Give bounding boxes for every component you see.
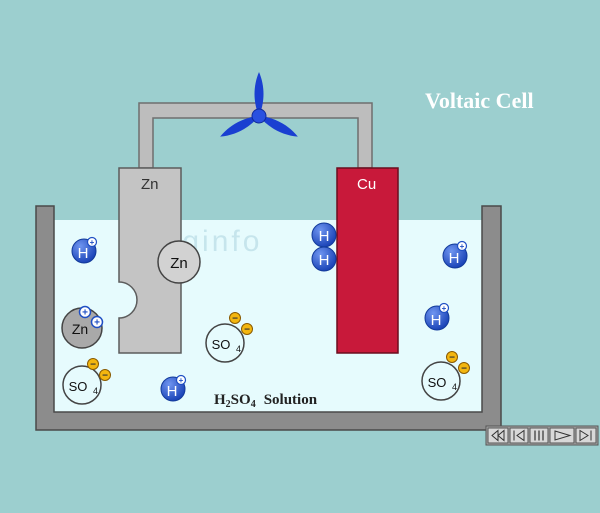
plus-sign: + — [179, 376, 184, 385]
h-ion-label: H — [431, 312, 442, 329]
h2-molecule: H H — [311, 222, 337, 272]
plus-sign: + — [94, 318, 100, 329]
play-icon — [554, 430, 572, 441]
so4-label: SO — [69, 379, 88, 394]
minus-sign: − — [90, 360, 96, 371]
beaker — [35, 205, 502, 431]
plus-sign: + — [460, 242, 465, 251]
pause-icon — [534, 430, 544, 441]
zn-atom: Zn — [157, 240, 201, 284]
minus-sign: − — [449, 353, 455, 364]
play-button[interactable] — [549, 427, 575, 444]
so4-ion: SO 4 − − — [421, 351, 470, 401]
zn-atom-label: Zn — [170, 255, 188, 272]
h-ion: H + — [71, 236, 98, 264]
so4-subscript: 4 — [452, 382, 457, 392]
copper-electrode — [336, 167, 399, 354]
rewind-icon — [491, 429, 505, 442]
solution-label: H2SO4 Solution — [214, 392, 318, 410]
h-ion-label: H — [78, 245, 89, 262]
solution-label-sub2: 4 — [251, 399, 256, 410]
minus-sign: − — [244, 325, 250, 336]
zn-ion: Zn + + — [61, 305, 104, 349]
minus-sign: − — [232, 314, 238, 325]
minus-sign: − — [102, 371, 108, 382]
so4-label: SO — [212, 337, 231, 352]
so4-label: SO — [428, 375, 447, 390]
plus-sign: + — [90, 238, 95, 247]
so4-ion: SO 4 − − — [62, 358, 111, 405]
solution-label-sub1: 2 — [226, 399, 231, 410]
plus-sign: + — [82, 308, 88, 319]
so4-subscript: 4 — [93, 386, 98, 396]
rewind-button[interactable] — [487, 427, 509, 444]
pause-button[interactable] — [529, 427, 549, 444]
playback-controls — [485, 425, 599, 446]
so4-ion: SO 4 − − — [205, 312, 253, 363]
end-button[interactable] — [575, 427, 597, 444]
solution-label-word: Solution — [264, 392, 318, 408]
h-ion-label: H — [167, 383, 178, 400]
h-atom-label: H — [319, 252, 330, 269]
h-ion-label: H — [449, 250, 460, 267]
h-ion: H + — [424, 302, 450, 331]
end-icon — [579, 429, 592, 442]
solution-label-h: H — [214, 392, 226, 408]
copper-label: Cu — [357, 176, 376, 193]
solution-label-so: SO — [231, 392, 251, 408]
step-back-icon — [513, 429, 525, 442]
zinc-label: Zn — [141, 176, 159, 193]
plus-sign: + — [442, 304, 447, 313]
diagram-title: Voltaic Cell — [425, 88, 534, 113]
step-back-button[interactable] — [509, 427, 529, 444]
zn-ion-label: Zn — [72, 321, 88, 337]
minus-sign: − — [461, 364, 467, 375]
h-ion: H + — [442, 240, 468, 269]
zinc-electrode — [118, 167, 182, 354]
solution — [54, 220, 482, 412]
so4-subscript: 4 — [236, 344, 241, 354]
h-ion: H + — [160, 374, 187, 402]
fan-icon — [220, 72, 298, 137]
h-atom-label: H — [319, 228, 330, 245]
